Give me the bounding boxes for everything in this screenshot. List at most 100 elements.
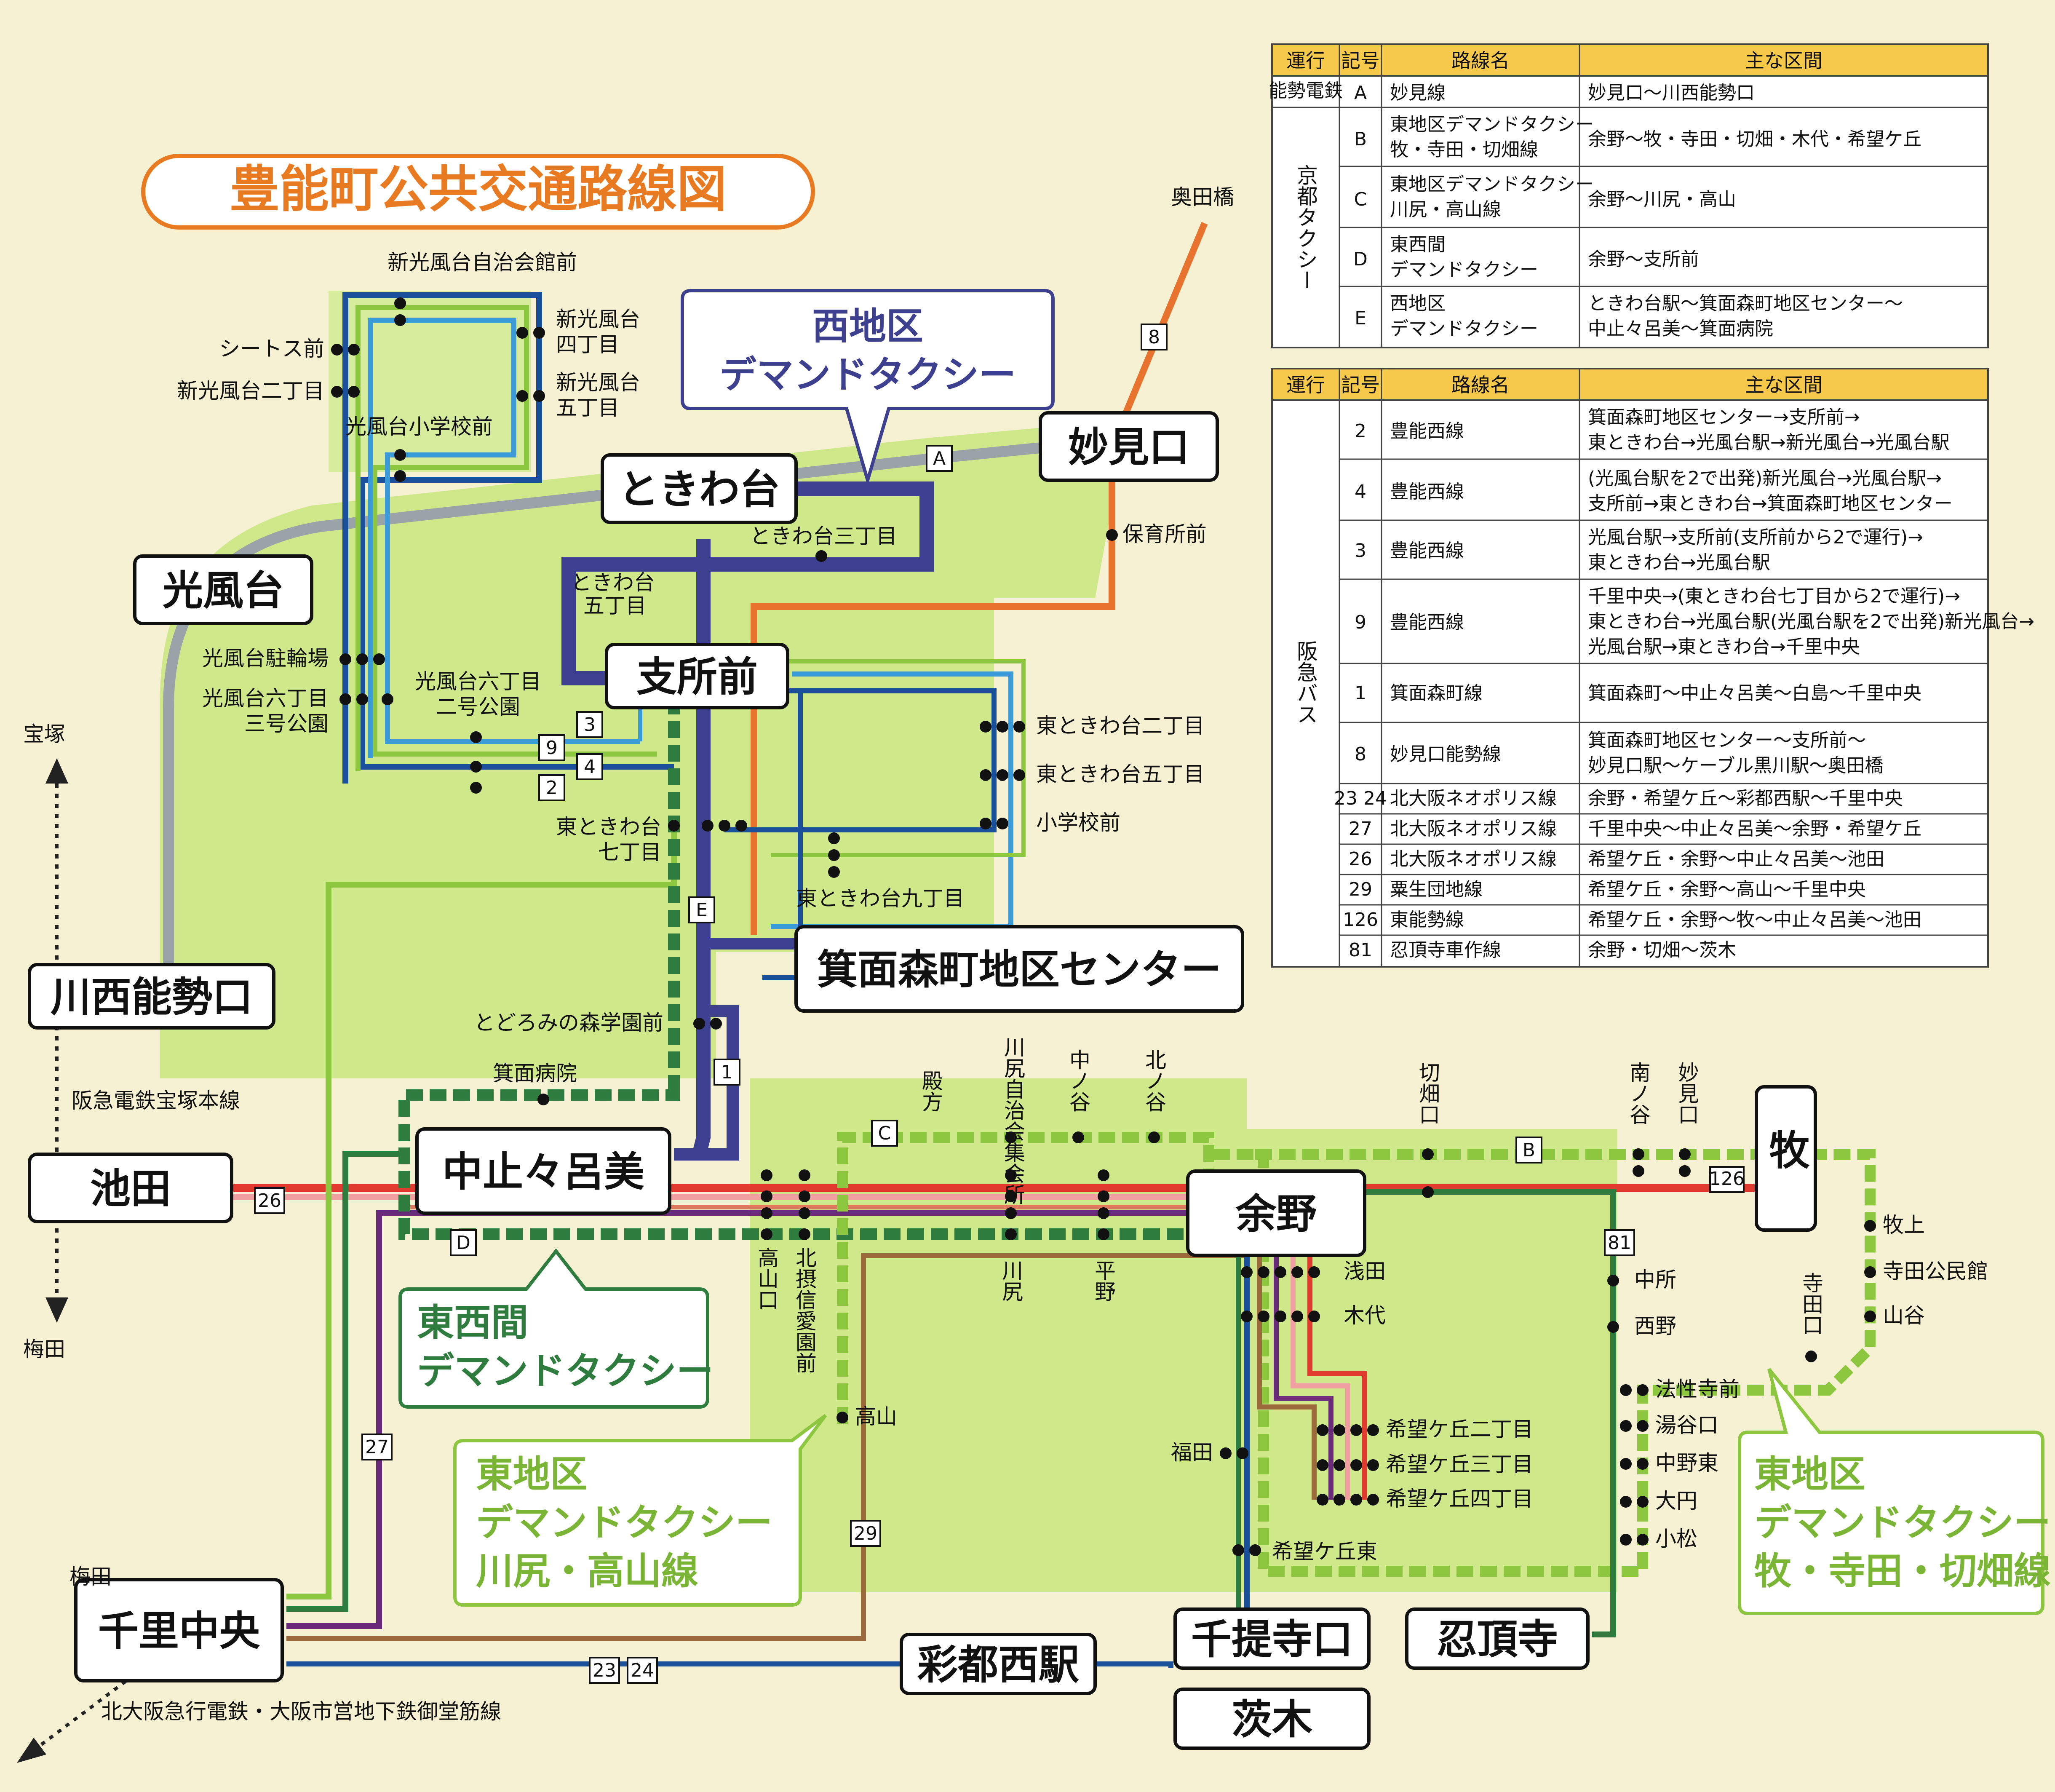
stop-dots <box>331 297 1876 1556</box>
stop-todoromi: とどろみの森学園前 <box>474 1011 663 1035</box>
svg-text:1: 1 <box>1355 682 1366 704</box>
hub-yono[interactable]: 余野 <box>1186 1169 1366 1257</box>
svg-text:西地区: 西地区 <box>1390 293 1446 314</box>
badge-b: B <box>1515 1137 1542 1163</box>
hub-maki[interactable]: 牧 <box>1755 1085 1817 1232</box>
stop-labels: 新光風台自治会館前 新光風台 四丁目 新光風台 五丁目 シートス前 新光風台二丁… <box>177 185 1988 1564</box>
stop-takayama: 高山 <box>855 1404 897 1429</box>
callout-eastwest-line2: デマンドタクシー <box>417 1349 714 1393</box>
svg-text:支所前→東ときわ台→箕面森町地区センター: 支所前→東ときわ台→箕面森町地区センター <box>1588 493 1953 514</box>
svg-text:豊能西線: 豊能西線 <box>1390 612 1464 633</box>
svg-text:北大阪ネオポリス線: 北大阪ネオポリス線 <box>1390 848 1557 870</box>
badge-23: 23 <box>589 1657 620 1684</box>
svg-text:中止々呂美〜箕面病院: 中止々呂美〜箕面病院 <box>1588 318 1773 340</box>
svg-text:余野〜牧・寺田・切畑・木代・希望ケ丘: 余野〜牧・寺田・切畑・木代・希望ケ丘 <box>1588 128 1921 150</box>
svg-text:(光風台駅を2で出発)新光風台→光風台駅→: (光風台駅を2で出発)新光風台→光風台駅→ <box>1588 468 1942 489</box>
badge-81: 81 <box>1604 1229 1635 1256</box>
svg-text:東ときわ台→光風台駅: 東ときわ台→光風台駅 <box>1588 552 1770 573</box>
hub-shishomae[interactable]: 支所前 <box>605 643 789 709</box>
stop-kofu-shogakko: 光風台小学校前 <box>345 415 493 439</box>
badge-24: 24 <box>627 1657 658 1684</box>
stop-hosshoji: 法性寺前 <box>1655 1377 1740 1402</box>
svg-text:2: 2 <box>546 777 558 799</box>
t1-row-b: B東地区デマンドタクシー牧・寺田・切畑線余野〜牧・寺田・切畑・木代・希望ケ丘 <box>1354 114 1921 160</box>
svg-text:A: A <box>1354 82 1367 104</box>
hub-ninchoji[interactable]: 忍頂寺 <box>1405 1607 1590 1670</box>
svg-text:忍頂寺車作線: 忍頂寺車作線 <box>1390 939 1501 961</box>
hub-senteiji[interactable]: 千提寺口 <box>1173 1607 1371 1670</box>
stop-tokiwa-5-b: 五丁目 <box>583 594 647 618</box>
hub-minoh-center[interactable]: 箕面森町地区センター <box>794 925 1244 1013</box>
stop-nozomi-2: 希望ケ丘二丁目 <box>1386 1417 1533 1442</box>
svg-text:余野〜支所前: 余野〜支所前 <box>1588 249 1699 270</box>
hub-ibaraki[interactable]: 茨木 <box>1173 1688 1371 1750</box>
stop-kofu-6-park3-a: 光風台六丁目 <box>202 686 329 711</box>
svg-text:27: 27 <box>365 1436 389 1458</box>
svg-text:千里中央〜中止々呂美〜余野・希望ケ丘: 千里中央〜中止々呂美〜余野・希望ケ丘 <box>1588 818 1921 840</box>
stop-shinkofu-4-b: 四丁目 <box>556 332 619 357</box>
svg-text:3: 3 <box>584 714 596 736</box>
svg-text:東地区デマンドタクシー: 東地区デマンドタクシー <box>1390 114 1594 135</box>
svg-text:妙見口能勢線: 妙見口能勢線 <box>1390 744 1501 765</box>
badge-27: 27 <box>361 1434 393 1460</box>
t2-header-unko: 運行 <box>1286 374 1325 396</box>
rail-takarazuka: 宝塚 <box>23 722 65 746</box>
t1-row-c: C東地区デマンドタクシー川尻・高山線余野〜川尻・高山 <box>1354 174 1736 220</box>
stop-shinkofu-jichikai: 新光風台自治会館前 <box>387 250 577 275</box>
badge-2: 2 <box>538 774 565 801</box>
t1-group-nose: 能勢電鉄 <box>1269 80 1343 102</box>
hub-ikeda[interactable]: 池田 <box>28 1153 233 1223</box>
svg-text:B: B <box>1523 1139 1535 1161</box>
stop-kawajiri: 川尻 <box>999 1260 1023 1302</box>
svg-text:23 24: 23 24 <box>1334 788 1387 809</box>
route-badges: A 8 3 9 4 2 E 1 26 D C B 126 81 27 29 23… <box>254 324 1745 1684</box>
callout-west-line1: 西地区 <box>812 305 923 348</box>
stop-minaminotani: 南ノ谷 <box>1626 1062 1651 1125</box>
badge-1: 1 <box>714 1059 740 1086</box>
svg-text:余野・切畑〜茨木: 余野・切畑〜茨木 <box>1588 939 1736 961</box>
hub-kofudai-label: 光風台 <box>163 567 284 614</box>
svg-text:29: 29 <box>1349 879 1372 900</box>
stop-ohkado: 大円 <box>1655 1489 1697 1513</box>
svg-text:126: 126 <box>1709 1168 1745 1190</box>
svg-text:9: 9 <box>1355 612 1366 633</box>
svg-text:妙見口〜川西能勢口: 妙見口〜川西能勢口 <box>1588 82 1755 104</box>
hub-senri-chuo[interactable]: 千里中央 <box>74 1578 284 1682</box>
stop-nakanotani: 中ノ谷 <box>1066 1049 1090 1112</box>
svg-text:26: 26 <box>1349 848 1372 870</box>
svg-text:126: 126 <box>1343 909 1378 931</box>
svg-text:東ときわ台→光風台駅(光風台駅を2で出発)新光風台→: 東ときわ台→光風台駅(光風台駅を2で出発)新光風台→ <box>1588 611 2034 632</box>
svg-text:光風台駅→支所前(支所前から2で運行)→: 光風台駅→支所前(支所前から2で運行)→ <box>1588 527 1923 548</box>
hub-ikeda-label: 池田 <box>90 1165 171 1212</box>
service-areas <box>160 291 1617 1592</box>
rail-umeda: 梅田 <box>23 1337 65 1361</box>
hub-saito-nishi[interactable]: 彩都西駅 <box>900 1633 1097 1695</box>
hub-kawanishi-noseguchi[interactable]: 川西能勢口 <box>28 963 275 1030</box>
svg-text:3: 3 <box>1355 540 1366 562</box>
hub-tokiwadai[interactable]: ときわ台 <box>601 453 798 524</box>
hub-nakatodoromi[interactable]: 中止々呂美 <box>415 1127 671 1215</box>
hub-myokenguchi[interactable]: 妙見口 <box>1039 411 1219 482</box>
callout-east-kawajiri-line1: 東地区 <box>476 1452 587 1496</box>
hub-kofudai[interactable]: 光風台 <box>133 554 313 625</box>
stop-kidai: 木代 <box>1344 1303 1386 1328</box>
t2-header-kukan: 主な区間 <box>1745 374 1823 396</box>
svg-text:東西間: 東西間 <box>1390 234 1446 255</box>
badge-26: 26 <box>254 1187 285 1214</box>
stop-teradaguchi: 寺田口 <box>1799 1272 1823 1335</box>
svg-text:余野〜川尻・高山: 余野〜川尻・高山 <box>1588 189 1736 210</box>
callout-east-maki: 東地区 デマンドタクシー 牧・寺田・切畑線 <box>1738 1368 2051 1615</box>
t1-group-kyoto: 京都タクシー <box>1293 164 1318 291</box>
svg-text:27: 27 <box>1349 818 1372 840</box>
hub-tokiwadai-label: ときわ台 <box>618 466 780 513</box>
svg-text:東能勢線: 東能勢線 <box>1390 909 1464 931</box>
stop-kofu-6-park2-b: 二号公園 <box>436 695 520 719</box>
stop-kofu-churinjo: 光風台駐輪場 <box>202 646 329 671</box>
stop-shinkofu-4-a: 新光風台 <box>556 307 640 332</box>
